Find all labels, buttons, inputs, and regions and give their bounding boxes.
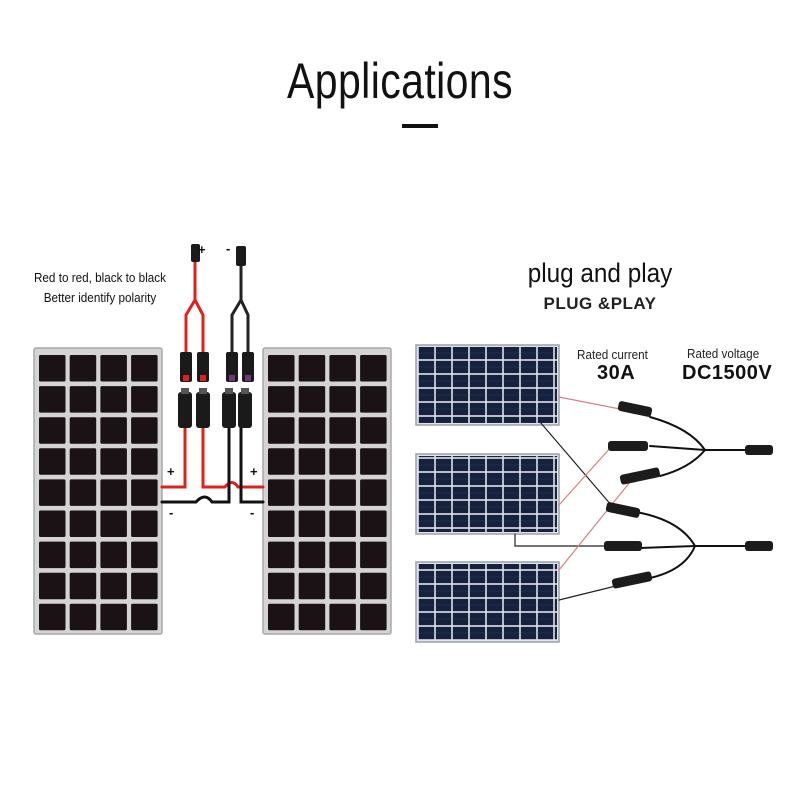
rated-current-value: 30A — [597, 362, 636, 384]
solar-cell — [39, 603, 66, 631]
solar-cell — [100, 572, 127, 600]
solar-cell — [100, 479, 127, 506]
positive-sign-left: + — [167, 464, 175, 479]
mono-panel-middle — [415, 453, 560, 535]
solar-cell — [131, 479, 158, 506]
solar-cell — [268, 417, 295, 444]
solar-cell — [39, 510, 66, 537]
solar-cell — [39, 479, 66, 506]
plug-and-play-subheading: PLUG &PLAY — [543, 294, 657, 313]
page-title: Applications — [286, 53, 513, 109]
solar-cell — [131, 572, 158, 600]
polarity-note-line1: Red to red, black to black — [33, 270, 167, 285]
solar-cell — [298, 355, 326, 382]
solar-cell — [298, 510, 326, 537]
solar-cell — [268, 386, 295, 413]
mono-panel-top — [415, 344, 560, 426]
branch-connectors — [604, 401, 773, 589]
solar-cell — [298, 541, 326, 569]
solar-cell — [69, 417, 97, 444]
solar-cell — [100, 541, 127, 569]
solar-cell — [131, 541, 158, 569]
solar-cell — [39, 572, 66, 600]
mono-panel-bottom — [415, 561, 560, 643]
branch-cables — [514, 396, 746, 601]
negative-sign-top: - — [226, 241, 231, 256]
solar-cell — [329, 448, 356, 475]
solar-cell — [298, 386, 326, 413]
solar-cell — [39, 541, 66, 569]
solar-cell — [131, 603, 158, 631]
solar-cell — [131, 510, 158, 537]
solar-cell — [360, 386, 387, 413]
solar-cell — [329, 479, 356, 506]
solar-cell — [100, 448, 127, 475]
rated-current-label: Rated current — [577, 347, 648, 362]
solar-cell — [298, 572, 326, 600]
rated-voltage-value: DC1500V — [682, 362, 773, 384]
solar-cell — [100, 510, 127, 537]
solar-cell — [39, 417, 66, 444]
positive-sign-right: + — [250, 464, 258, 479]
solar-cell — [69, 572, 97, 600]
rated-voltage-label: Rated voltage — [687, 346, 760, 361]
series-wiring — [160, 256, 265, 504]
solar-cell — [298, 479, 326, 506]
title-underline — [402, 124, 438, 128]
solar-cell — [268, 603, 295, 631]
solar-cell — [69, 603, 97, 631]
solar-cell — [360, 479, 387, 506]
solar-panel-right — [262, 347, 392, 635]
solar-cell — [360, 448, 387, 475]
solar-cell — [100, 603, 127, 631]
negative-sign-right: - — [250, 505, 255, 520]
solar-cell — [360, 541, 387, 569]
solar-cell — [131, 448, 158, 475]
solar-cell — [69, 355, 97, 382]
solar-cell — [329, 417, 356, 444]
polarity-note: Red to red, black to black Better identi… — [33, 268, 168, 308]
plug-and-play-heading: plug and play — [527, 258, 673, 288]
solar-cell — [360, 603, 387, 631]
solar-cell — [69, 510, 97, 537]
negative-sign-left: - — [169, 505, 174, 520]
solar-cell — [268, 510, 295, 537]
solar-cell — [360, 572, 387, 600]
solar-cell — [329, 572, 356, 600]
solar-panel-left — [33, 347, 163, 635]
solar-cell — [329, 510, 356, 537]
solar-cell — [298, 448, 326, 475]
solar-cell — [100, 355, 127, 382]
solar-cell — [360, 417, 387, 444]
solar-cell — [39, 355, 66, 382]
solar-cell — [69, 479, 97, 506]
solar-cell — [100, 386, 127, 413]
solar-cell — [329, 355, 356, 382]
positive-sign-top: + — [198, 242, 206, 257]
solar-cell — [131, 386, 158, 413]
solar-cell — [131, 355, 158, 382]
solar-cell — [100, 417, 127, 444]
solar-cell — [69, 541, 97, 569]
solar-cell — [131, 417, 158, 444]
solar-cell — [360, 355, 387, 382]
solar-cell — [268, 541, 295, 569]
solar-cell — [360, 510, 387, 537]
solar-cell — [298, 417, 326, 444]
solar-cell — [268, 572, 295, 600]
solar-cell — [329, 541, 356, 569]
solar-cell — [39, 386, 66, 413]
solar-cell — [329, 386, 356, 413]
solar-cell — [268, 479, 295, 506]
solar-cell — [69, 386, 97, 413]
mc4-connectors — [178, 244, 254, 428]
solar-cell — [268, 355, 295, 382]
solar-cell — [268, 448, 295, 475]
solar-cell — [69, 448, 97, 475]
solar-cell — [39, 448, 66, 475]
solar-cell — [329, 603, 356, 631]
polarity-note-line2: Better identify polarity — [43, 290, 157, 305]
solar-cell — [298, 603, 326, 631]
